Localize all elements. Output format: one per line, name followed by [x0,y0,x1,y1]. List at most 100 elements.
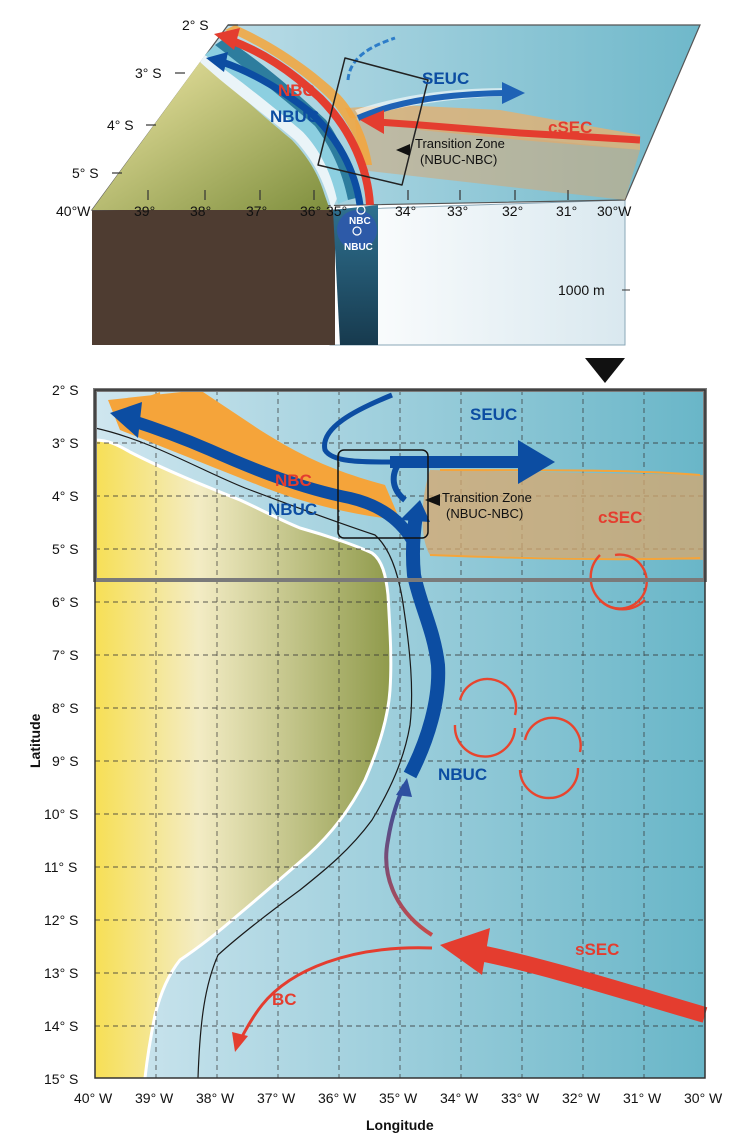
map-ssec-arrowhead [440,928,490,975]
map-lon-label: 39° W [135,1090,174,1106]
map-lon-label: 32° W [562,1090,601,1106]
top-lat-label-4: 4° S [107,117,134,133]
map-nbuc-main-arrowhead [400,500,430,522]
map-tz-line2: (NBUC-NBC) [446,506,523,521]
map-lat-label: 6° S [52,594,79,610]
top-lon-label-36: 36° [300,203,321,219]
map-transition-box [337,449,429,539]
map-bc-label: BC [272,990,297,1009]
map-ssec-label: sSEC [575,940,619,959]
map-seuc-arrowhead [518,440,555,484]
top-nbc-arrow [228,36,374,206]
top-nbuc-arrowhead [206,52,228,72]
top-cross-nbc-symbol [356,205,366,215]
map-nbuc-main [403,513,446,779]
top-lon-label-32: 32° [502,203,523,219]
top-tz-line2: (NBUC-NBC) [420,152,497,167]
map-seuc-label: SEUC [470,405,517,424]
front-wall-shelf [92,210,335,345]
zoom-pointer-triangle [585,358,625,383]
map-lon-label: 31° W [623,1090,662,1106]
map-lat-label: 3° S [52,435,79,451]
top-tz-line1: Transition Zone [415,136,505,151]
map-nbuc-upper-label: NBUC [268,500,317,519]
map-land-brazil [95,440,391,1078]
top-nbc-arrowhead [214,28,240,50]
top-csec-arrow [377,118,641,144]
map-lat-label: 12° S [44,912,78,928]
map-lon-label: 30° W [684,1090,723,1106]
map-nbuc-source-arrowhead [396,778,412,797]
top-surface-land [92,62,330,210]
top-nbc-label: NBC [278,81,315,100]
map-tz-line1: Transition Zone [442,490,532,505]
map-lon-label: 37° W [257,1090,296,1106]
map-isobath [94,427,413,1079]
map-lat-label: 2° S [52,382,79,398]
top-nbuc-arrow [220,58,364,206]
top-cross-section-circle [337,210,377,250]
map-eddies [453,553,648,800]
map-lon-label: 34° W [440,1090,479,1106]
map-lat-label: 10° S [44,806,78,822]
map-tz-pointer [425,494,440,506]
map-lon-label: 40° W [74,1090,113,1106]
map-lat-label: 7° S [52,647,79,663]
map-lat-label: 14° S [44,1018,78,1034]
map-lat-label: 9° S [52,753,79,769]
top-cross-nbuc-symbol [352,226,362,236]
top-lon-label-33: 33° [447,203,468,219]
top-3d-block [90,24,701,346]
map-lat-label: 4° S [52,488,79,504]
top-shelf-band-3 [215,38,356,200]
map-nbuc-upper [128,414,418,544]
top-seuc-label: SEUC [422,69,469,88]
map-nbuc-source [384,784,434,937]
map-lat-label: 8° S [52,700,79,716]
map-nbuc-lower-label: NBUC [438,765,487,784]
map-lon-label: 38° W [196,1090,235,1106]
top-tz-pointer [396,144,410,156]
map-lon-label: 33° W [501,1090,540,1106]
map-lon-label: 36° W [318,1090,357,1106]
x-axis-title: Longitude [366,1117,434,1133]
map-seuc-branch [390,460,407,503]
map-frame [94,389,706,1079]
top-lon-label-35: 35° [326,203,347,219]
y-axis-title: Latitude [27,713,43,768]
top-shelf-band [200,55,338,210]
map-csec-label: cSEC [598,508,642,527]
map-csec-band [422,470,705,560]
top-nbuc-label: NBUC [270,107,319,126]
map-lon-label: 35° W [379,1090,418,1106]
map-bc-arrow [238,946,433,1041]
map-csec-outline [429,469,701,561]
map-nbuc-upper-arrowhead [110,402,142,438]
top-csec-label: cSEC [548,118,592,137]
top-transition-box [317,57,429,186]
top-lon-label-31: 31° [556,203,577,219]
top-lon-ticks [147,190,569,200]
top-lon-label-34: 34° [395,203,416,219]
top-lat-label-3: 3° S [135,65,162,81]
top-lon-label-37: 37° [246,203,267,219]
map-lat-label: 11° S [44,859,77,875]
main-map [93,388,708,1079]
top-csec-arrowhead [360,110,384,134]
map-coastline [94,438,393,1079]
top-lat-label-5: 5° S [72,165,99,181]
top-circle-nbc-label: NBC [349,216,371,227]
map-lat-label: 15° S [44,1071,78,1087]
top-csec-wide [355,120,640,200]
top-lat-label-2: 2° S [182,17,209,33]
map-seuc-source [322,392,393,465]
map-bc-arrowhead [232,1032,248,1052]
top-lon-label-40: 40°W [56,203,91,219]
top-seuc-arrowhead [502,82,525,104]
top-depth-label: 1000 m [558,282,605,298]
map-nbc-label: NBC [275,471,312,490]
map-ssec-arrow [478,945,708,1023]
top-lon-label-30: 30°W [597,203,632,219]
map-lat-label: 5° S [52,541,79,557]
top-circle-nbuc-label: NBUC [344,242,373,253]
